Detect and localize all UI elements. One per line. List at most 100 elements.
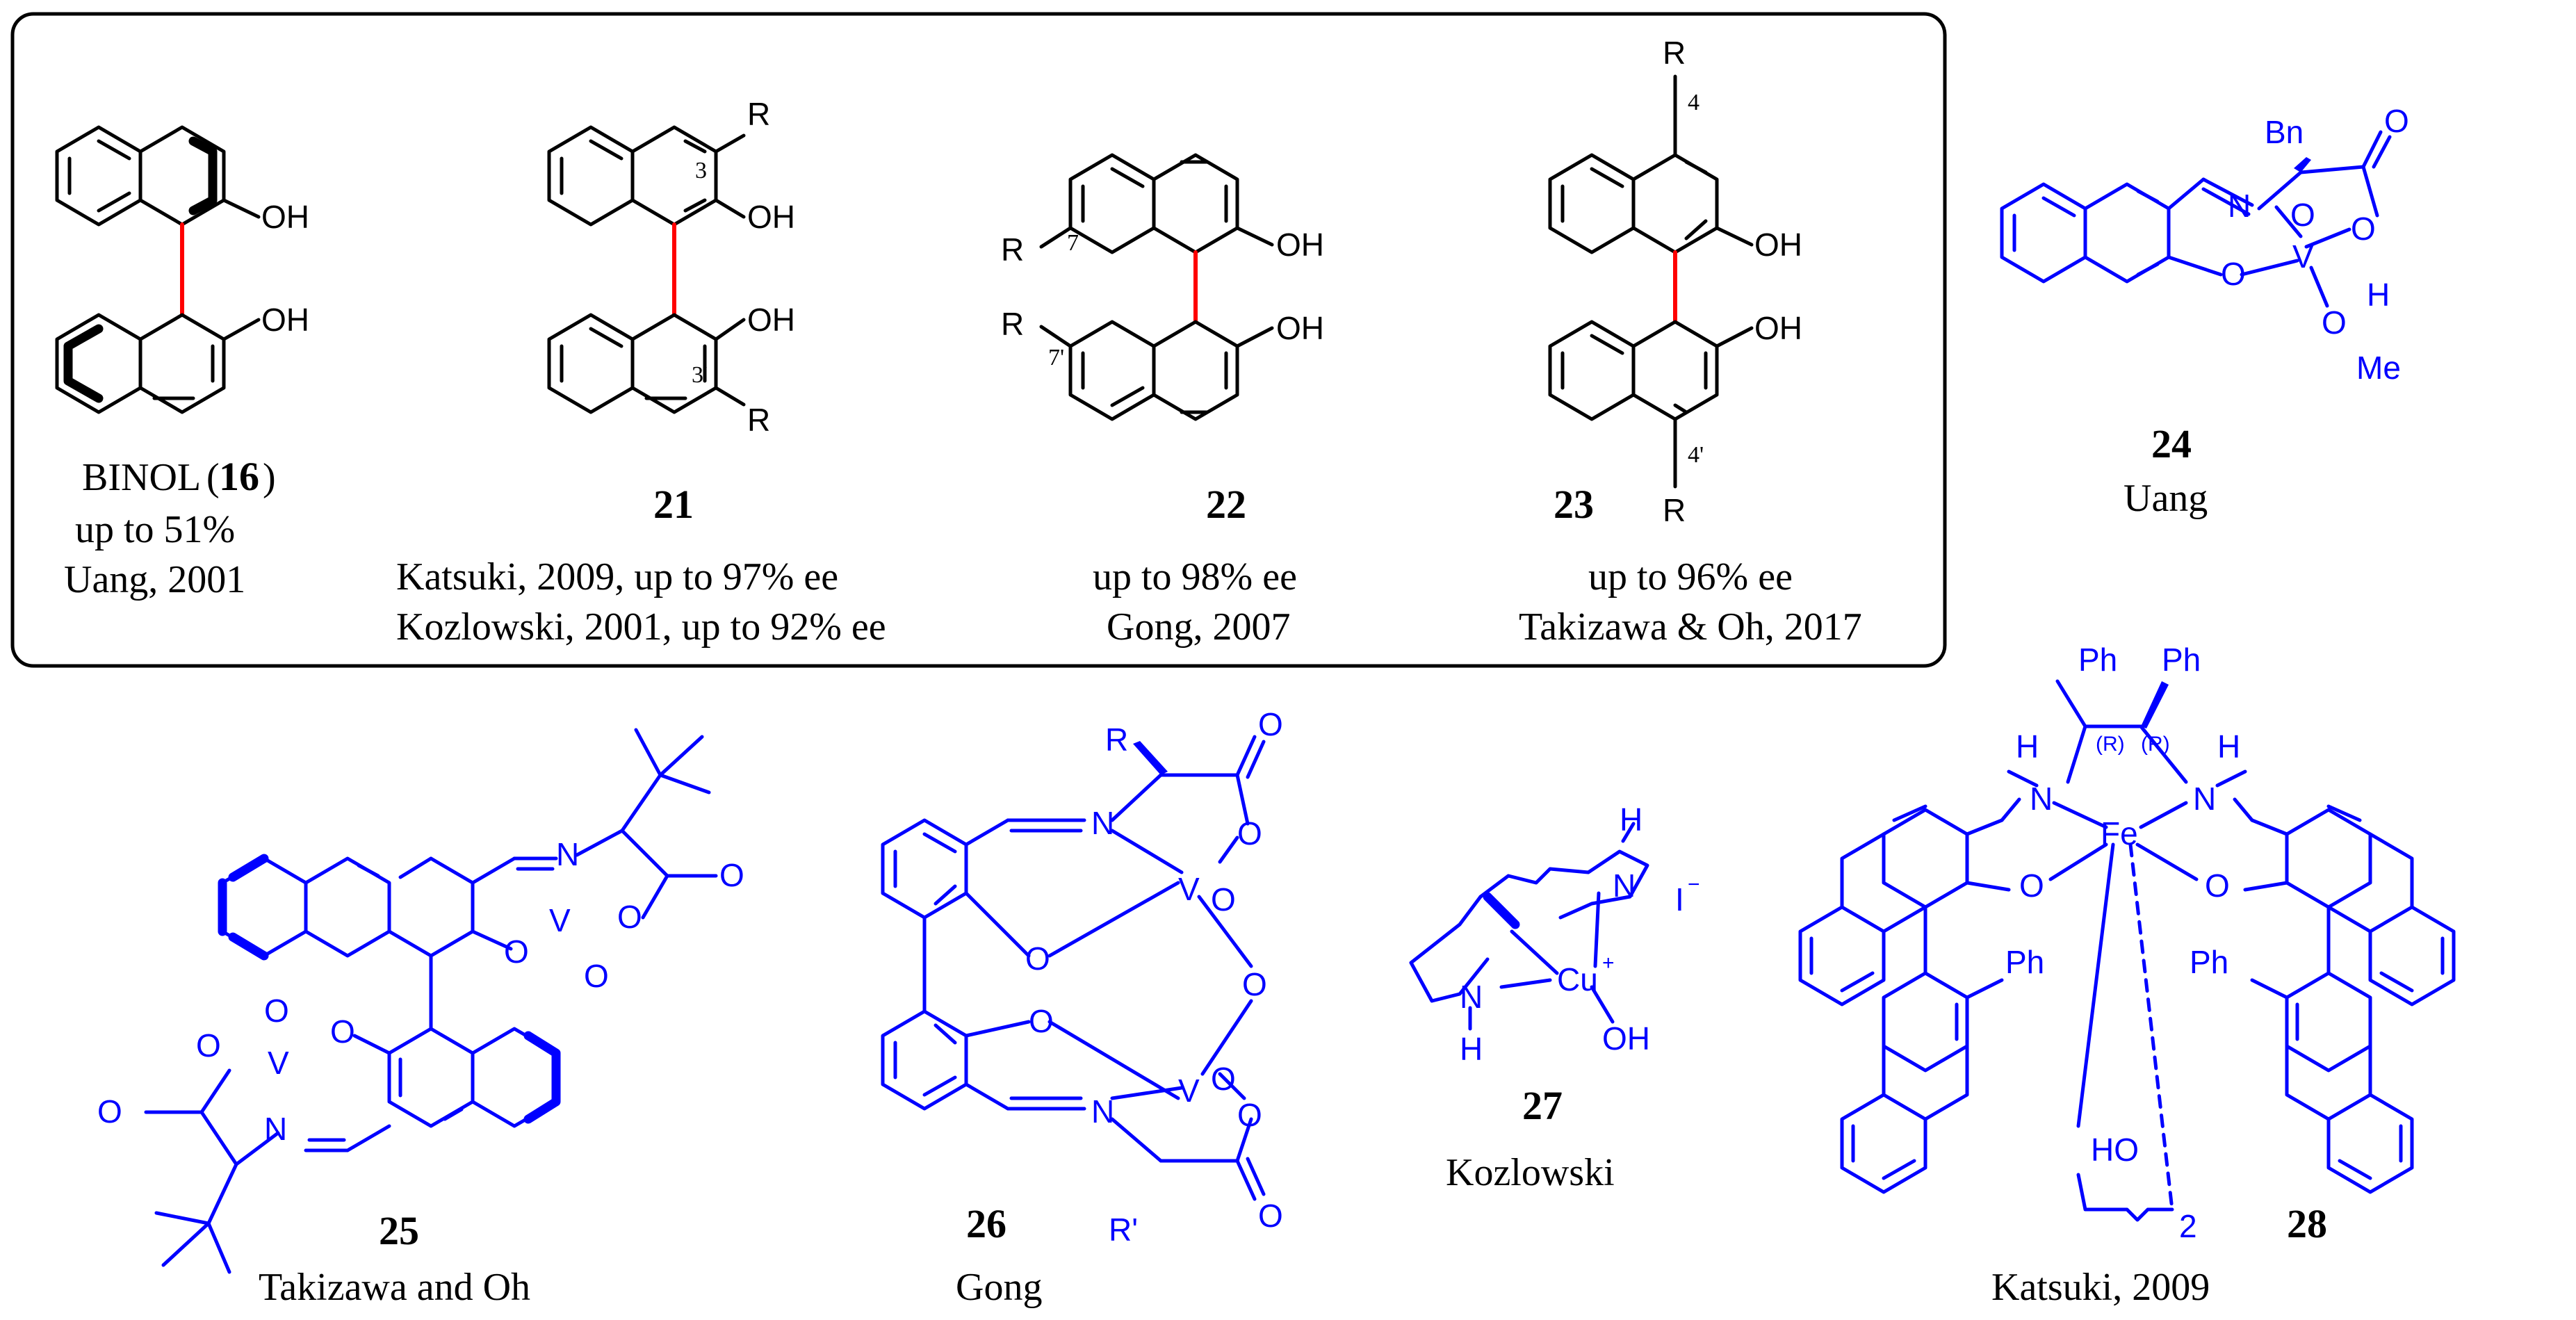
c22-pos-7: 7 bbox=[1067, 230, 1079, 256]
c21-r-top: R bbox=[747, 96, 770, 132]
c22-number: 22 bbox=[1206, 482, 1246, 527]
c26-o-top-phenoxy: O bbox=[1025, 940, 1050, 977]
c28-ph-right-top: Ph bbox=[2162, 642, 2201, 678]
c25-o-top-phenoxy: O bbox=[504, 934, 529, 970]
binol-caption-name: BINOL bbox=[82, 456, 201, 499]
c24-n: N bbox=[2228, 188, 2251, 224]
c22-r-top: R bbox=[1001, 231, 1024, 268]
c27-ref: Kozlowski bbox=[1446, 1151, 1615, 1194]
c23-oh-bottom: OH bbox=[1754, 310, 1802, 346]
c26-number: 26 bbox=[966, 1201, 1006, 1246]
c25-o-carbonyl-top: O bbox=[719, 857, 744, 893]
c24-o-phenoxy: O bbox=[2221, 256, 2246, 292]
c26-vo-top: O bbox=[1211, 881, 1236, 918]
binol-caption-number: 16 bbox=[219, 454, 259, 499]
c25-o-carbonyl-bottom: O bbox=[97, 1093, 122, 1130]
c21-number: 21 bbox=[653, 482, 694, 527]
c26-o-carbonyl-bottom: O bbox=[1258, 1198, 1283, 1234]
c22-oh-top: OH bbox=[1276, 227, 1324, 263]
c28-number: 28 bbox=[2287, 1201, 2327, 1246]
c28-repeat: 2 bbox=[2179, 1208, 2197, 1244]
c26-o-ester-top: O bbox=[1237, 815, 1262, 852]
binol-structure: OH OH bbox=[55, 125, 309, 414]
c22-oh-bottom: OH bbox=[1276, 310, 1324, 346]
c26-o-carbonyl-top: O bbox=[1258, 706, 1283, 742]
binol-oh-bottom: OH bbox=[261, 302, 309, 338]
c24-bn: Bn bbox=[2265, 114, 2304, 150]
c28-stereo-right: (R) bbox=[2141, 733, 2170, 756]
c25-vo-top: O bbox=[584, 958, 609, 994]
c28-h-left: H bbox=[2016, 728, 2039, 765]
c28-stereo-left: (R) bbox=[2096, 733, 2125, 756]
c27-iodide-charge: − bbox=[1688, 873, 1700, 896]
compound-26-structure: N O V O O O R O O V O O O N R' bbox=[881, 706, 1283, 1248]
c28-ph-left-top: Ph bbox=[2078, 642, 2117, 678]
c23-pos-4: 4 bbox=[1688, 90, 1699, 115]
c24-o-ester: O bbox=[2351, 211, 2376, 247]
c21-pos-3p: 3' bbox=[692, 362, 708, 388]
c27-number: 27 bbox=[1522, 1083, 1563, 1128]
c23-ee: up to 96% ee bbox=[1588, 555, 1793, 598]
compound-22-structure: R R OH OH 7 7' bbox=[1001, 153, 1324, 421]
c27-n-bottom: N bbox=[1460, 979, 1483, 1015]
c21-oh-top: OH bbox=[747, 199, 795, 235]
c26-v-bottom: V bbox=[1178, 1073, 1200, 1109]
c24-ref: Uang bbox=[2123, 477, 2208, 520]
c21-r-bottom: R bbox=[747, 402, 770, 438]
binol-ref: Uang, 2001 bbox=[64, 558, 245, 601]
compound-24-structure: N O V O O O Bn O H Me bbox=[2000, 103, 2409, 386]
c23-oh-top: OH bbox=[1754, 227, 1802, 263]
c24-v: V bbox=[2292, 238, 2314, 275]
c25-n-bottom: N bbox=[264, 1111, 287, 1147]
c27-h-top: H bbox=[1620, 801, 1642, 838]
c28-ph-left-bottom: Ph bbox=[2005, 944, 2044, 980]
c23-r-top: R bbox=[1663, 35, 1686, 71]
c27-oh: OH bbox=[1602, 1020, 1650, 1057]
c24-o-carbonyl: O bbox=[2384, 103, 2409, 139]
c22-r-bottom: R bbox=[1001, 306, 1024, 342]
c25-vo-bottom: O bbox=[264, 993, 289, 1029]
compound-23-structure: R R OH OH 4 4' bbox=[1548, 35, 1802, 528]
c27-iodide: I bbox=[1675, 881, 1684, 918]
c25-v-top: V bbox=[549, 902, 571, 938]
compound-21-structure: R OH OH R 3 3' bbox=[547, 96, 795, 438]
c26-o-bridge: O bbox=[1242, 966, 1267, 1002]
c23-number: 23 bbox=[1554, 482, 1594, 527]
c23-ref: Takizawa & Oh, 2017 bbox=[1519, 605, 1862, 649]
compound-25-structure: N O V O O O N O V O O O bbox=[97, 728, 744, 1274]
c26-vo-bottom: O bbox=[1211, 1061, 1236, 1097]
c23-pos-4p: 4' bbox=[1688, 442, 1704, 468]
c25-ref: Takizawa and Oh bbox=[259, 1266, 530, 1309]
c28-n-right: N bbox=[2193, 781, 2216, 817]
c25-n-top: N bbox=[556, 836, 579, 872]
c26-r-top: R bbox=[1105, 722, 1128, 758]
c25-number: 25 bbox=[379, 1208, 419, 1253]
c21-ref-katsuki: Katsuki, 2009, up to 97% ee bbox=[396, 555, 838, 598]
c24-me: Me bbox=[2356, 350, 2401, 386]
c25-o-ester-top: O bbox=[617, 899, 642, 935]
c27-n-top: N bbox=[1613, 867, 1636, 904]
compound-28-structure: Ph Ph (R) (R) H H N N Fe O O Ph Ph HO 2 bbox=[1798, 642, 2456, 1244]
c25-o-ester-bottom: O bbox=[196, 1027, 221, 1064]
compound-27-structure: N H N H Cu + OH I − bbox=[1409, 801, 1700, 1067]
svg-text:): ) bbox=[263, 456, 276, 499]
c22-ee: up to 98% ee bbox=[1093, 555, 1297, 598]
c28-o-right: O bbox=[2205, 867, 2230, 904]
c24-vo: O bbox=[2290, 197, 2315, 233]
c28-ho: HO bbox=[2091, 1132, 2139, 1168]
c21-oh-bottom: OH bbox=[747, 302, 795, 338]
c25-o-bottom-phenoxy: O bbox=[330, 1013, 355, 1050]
c28-o-left: O bbox=[2019, 867, 2044, 904]
c24-number: 24 bbox=[2151, 421, 2192, 466]
c27-h-bottom: H bbox=[1460, 1031, 1483, 1067]
c26-n-top: N bbox=[1091, 805, 1114, 841]
c28-ref: Katsuki, 2009 bbox=[1991, 1266, 2210, 1309]
c24-o-methanol: O bbox=[2322, 304, 2347, 341]
c28-ph-right-bottom: Ph bbox=[2190, 944, 2228, 980]
c22-ref: Gong, 2007 bbox=[1107, 605, 1290, 649]
c21-pos-3: 3 bbox=[695, 158, 707, 184]
c26-ref: Gong bbox=[956, 1266, 1042, 1309]
c24-h: H bbox=[2367, 277, 2390, 313]
c26-v-top: V bbox=[1178, 871, 1200, 907]
